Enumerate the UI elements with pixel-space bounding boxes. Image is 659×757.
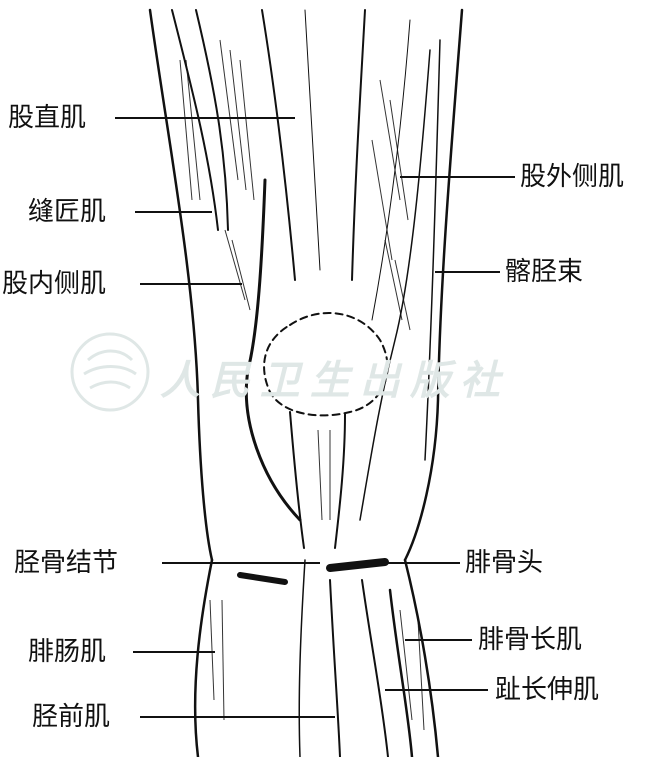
label-extensor-digitorum-longus: 趾长伸肌 — [495, 675, 600, 705]
label-fibular-head: 腓骨头 — [465, 548, 544, 578]
label-tibialis-anterior: 胫前肌 — [32, 702, 111, 732]
label-vastus-lateralis: 股外侧肌 — [520, 162, 625, 192]
label-vastus-medialis: 股内侧肌 — [2, 269, 107, 299]
publisher-logo-icon — [70, 332, 150, 412]
watermark-text: 人民卫生出版社 — [160, 357, 510, 404]
label-gastrocnemius: 腓肠肌 — [28, 637, 107, 667]
label-tibial-tuberosity: 胫骨结节 — [14, 548, 119, 578]
label-sartorius: 缝匠肌 — [28, 197, 107, 227]
label-rectus-femoris: 股直肌 — [8, 103, 87, 133]
label-iliotibial-tract: 髂胫束 — [505, 257, 584, 287]
label-peroneus-longus: 腓骨长肌 — [478, 625, 583, 655]
